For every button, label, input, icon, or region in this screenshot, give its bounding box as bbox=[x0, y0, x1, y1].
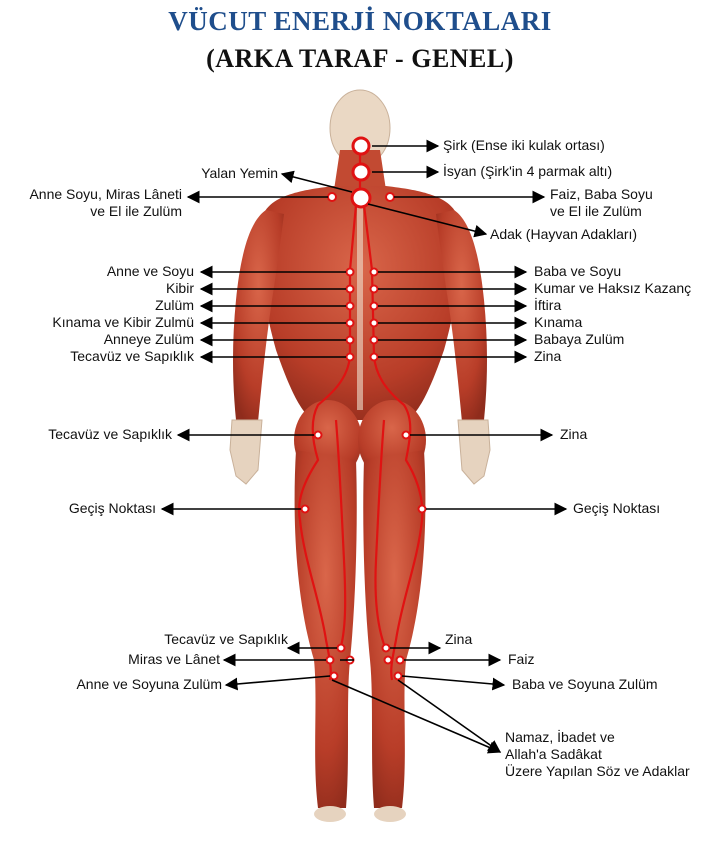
point-spine-r3 bbox=[369, 301, 379, 311]
point-knee-r1 bbox=[381, 643, 391, 653]
label-knee-right-1: Zina bbox=[445, 631, 473, 647]
point-sirk bbox=[351, 136, 371, 156]
label-thigh-right: Geçiş Noktası bbox=[573, 500, 661, 516]
left-leg bbox=[294, 450, 357, 808]
arrow-knee-right-4 bbox=[401, 675, 506, 691]
label-yalan-yemin: Yalan Yemin bbox=[201, 165, 278, 181]
point-spine-r2 bbox=[369, 284, 379, 294]
label-left-spine-1: Anne ve Soyu bbox=[106, 263, 194, 279]
label-right-spine-5: Babaya Zulüm bbox=[534, 331, 625, 347]
point-spine-l3 bbox=[345, 301, 355, 311]
label-left-spine-6: Tecavüz ve Sapıklık bbox=[70, 348, 194, 364]
label-hip-right: Zina bbox=[560, 426, 588, 442]
label-right-spine-6: Zina bbox=[534, 348, 562, 364]
label-left-spine-5: Anneye Zulüm bbox=[103, 331, 194, 347]
channel-right bbox=[362, 204, 424, 681]
label-knee-left-2: Miras ve Lânet bbox=[128, 651, 220, 667]
point-neck-left bbox=[327, 192, 337, 202]
point-knee-r3 bbox=[395, 655, 405, 665]
point-hip-left bbox=[313, 430, 323, 440]
label-knee-left-3: Anne ve Soyuna Zulüm bbox=[76, 676, 222, 692]
point-spine-r5 bbox=[369, 335, 379, 345]
right-leg bbox=[363, 450, 426, 808]
point-knee-r2 bbox=[383, 655, 393, 665]
label-knee-left-1: Tecavüz ve Sapıklık bbox=[164, 631, 288, 647]
label-faiz-baba: Faiz, Baba Soyu ve El ile Zulüm bbox=[550, 186, 653, 219]
point-spine-l1 bbox=[345, 267, 355, 277]
energy-channels bbox=[298, 140, 424, 681]
label-hip-left: Tecavüz ve Sapıklık bbox=[48, 426, 172, 442]
label-right-spine-2: Kumar ve Haksız Kazanç bbox=[534, 280, 692, 296]
label-knee-right-3: Baba ve Soyuna Zulüm bbox=[512, 676, 658, 692]
label-arrows bbox=[160, 139, 568, 754]
left-hand bbox=[229, 419, 263, 485]
label-right-spine-1: Baba ve Soyu bbox=[534, 263, 622, 279]
channel-right-inner bbox=[374, 419, 388, 651]
point-neck-right bbox=[385, 192, 395, 202]
point-isyan bbox=[351, 162, 371, 182]
left-foot bbox=[314, 806, 346, 822]
right-foot bbox=[374, 806, 406, 822]
point-hip-right bbox=[401, 430, 411, 440]
point-knee-l4 bbox=[329, 671, 339, 681]
label-knee-right-2: Faiz bbox=[508, 651, 535, 667]
label-namaz: Namaz, İbadet ve Allah'a Sadâkat Üzere Y… bbox=[505, 729, 690, 779]
label-left-spine-2: Kibir bbox=[165, 280, 194, 296]
point-knee-r4 bbox=[393, 671, 403, 681]
point-spine-l5 bbox=[345, 335, 355, 345]
point-thigh-right bbox=[417, 504, 427, 514]
point-spine-l4 bbox=[345, 318, 355, 328]
channel-left-inner bbox=[334, 419, 347, 651]
point-spine-l2 bbox=[345, 284, 355, 294]
right-hand bbox=[457, 419, 491, 485]
label-left-spine-4: Kınama ve Kibir Zulmü bbox=[52, 314, 194, 330]
arrow-namaz-1 bbox=[331, 679, 502, 754]
arrow-namaz-2 bbox=[397, 679, 502, 753]
point-spine-l6 bbox=[345, 352, 355, 362]
arrow-knee-left-4 bbox=[224, 675, 331, 691]
arrow-adak bbox=[367, 203, 488, 238]
label-sirk: Şirk (Ense iki kulak ortası) bbox=[443, 137, 605, 153]
channel-left bbox=[298, 204, 358, 681]
label-thigh-left: Geçiş Noktası bbox=[68, 500, 156, 516]
label-left-spine-3: Zulüm bbox=[155, 297, 194, 313]
point-spine-r1 bbox=[369, 267, 379, 277]
point-spine-r6 bbox=[369, 352, 379, 362]
label-right-spine-4: Kınama bbox=[534, 314, 583, 330]
label-adak: Adak (Hayvan Adakları) bbox=[490, 226, 638, 242]
right-arm bbox=[436, 210, 487, 422]
left-arm bbox=[233, 210, 284, 422]
point-neck bbox=[350, 187, 372, 209]
arrow-yalan-yemin bbox=[280, 170, 353, 193]
point-thigh-left bbox=[300, 504, 310, 514]
point-knee-l1 bbox=[336, 643, 346, 653]
point-knee-l2 bbox=[325, 655, 335, 665]
label-right-spine-3: İftira bbox=[534, 297, 562, 313]
point-spine-r4 bbox=[369, 318, 379, 328]
label-anne-soyu-miras: Anne Soyu, Miras Lâneti ve El ile Zulüm bbox=[29, 186, 182, 219]
label-isyan: İsyan (Şirk'in 4 parmak altı) bbox=[443, 163, 613, 179]
page-title: VÜCUT ENERJİ NOKTALARI bbox=[168, 6, 552, 36]
page-subtitle: (ARKA TARAF - GENEL) bbox=[206, 44, 514, 73]
energy-points bbox=[300, 136, 427, 681]
